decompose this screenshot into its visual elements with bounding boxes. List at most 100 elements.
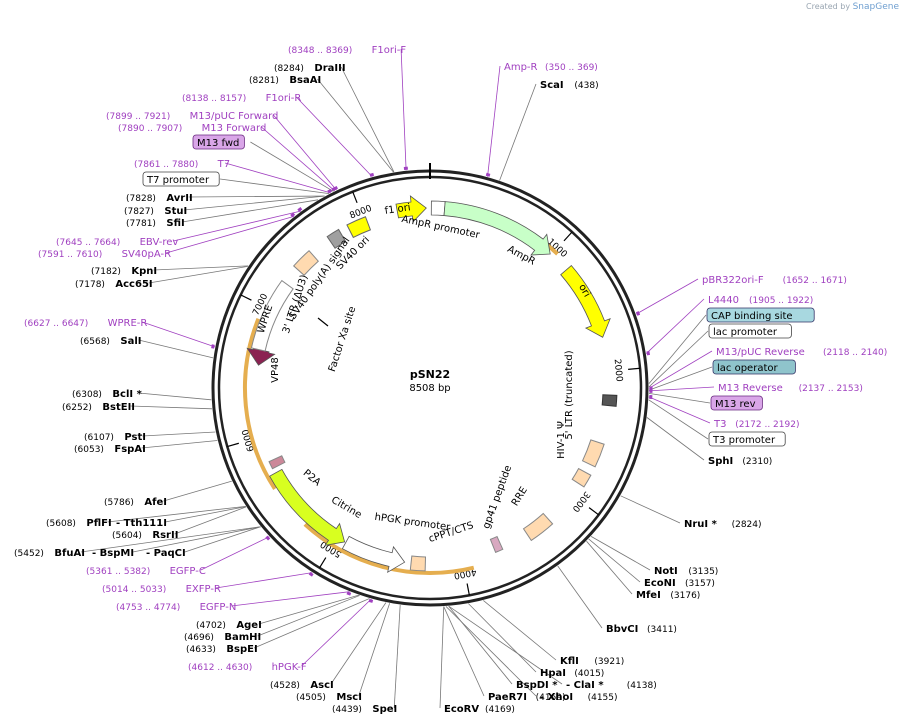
label-position: (438) — [574, 81, 598, 91]
label-position: (3135) — [688, 567, 718, 577]
label-m13fwd-box: M13 fwd — [192, 134, 334, 192]
leader-line — [220, 178, 330, 194]
label-paqci: - PaqCI — [146, 526, 261, 559]
leader-line — [487, 65, 501, 177]
label-position: (3411) — [647, 625, 677, 635]
leader-line — [483, 600, 557, 661]
leader-line — [648, 330, 709, 388]
tick-mark — [628, 367, 641, 370]
feature-label-5-ltr-truncated-: 5' LTR (truncated) — [564, 350, 575, 439]
label-position: (3921) — [594, 657, 624, 667]
label-name: BspDI * — [516, 680, 558, 691]
label-wpre-r: (6627 .. 6647)WPRE-R — [24, 318, 216, 349]
label-name: SpeI — [372, 704, 397, 715]
feature-label-hiv-1-: HIV-1 Ψ — [556, 421, 567, 459]
feature-label-rre: RRE — [510, 485, 530, 508]
label-name: F1ori-R — [266, 93, 302, 104]
leader-line — [645, 298, 705, 354]
primer-mark — [211, 344, 215, 349]
label-hpai: HpaI(4015) — [468, 603, 604, 679]
label-tth111i: - Tth111I — [116, 506, 246, 529]
label-position: (7828) — [126, 194, 156, 204]
label-psti: (6107) PstI — [84, 431, 216, 443]
label-econi: EcoNI (3157) — [588, 538, 715, 589]
label-mfei: MfeI(3176) — [586, 540, 700, 601]
label-position: (350 .. 369) — [545, 63, 598, 73]
leader-line — [181, 199, 319, 223]
label-cap-site: CAP binding site — [648, 307, 815, 384]
feature-p2a — [268, 455, 286, 470]
leader-line — [183, 195, 325, 211]
label-position: (3157) — [685, 579, 715, 589]
label-name: lac operator — [717, 363, 778, 374]
leader-line — [648, 392, 711, 404]
label-position: (5604) — [112, 531, 142, 541]
label-name: KpnI — [131, 266, 157, 277]
label-name: ScaI — [540, 80, 564, 91]
snapgene-credit: Created by SnapGene — [806, 2, 899, 12]
label-name: AgeI — [236, 620, 261, 631]
label-kpni: (7182) KpnI — [91, 265, 249, 277]
leader-line — [148, 266, 248, 284]
label-name: lac promoter — [713, 327, 778, 338]
leader-line — [648, 399, 709, 440]
label-name: EBV-rev — [140, 237, 179, 248]
label-box — [708, 431, 786, 447]
label-name: hPGK-F — [272, 662, 307, 673]
label-name: BsaAI — [289, 75, 321, 86]
feature-label-gp41-peptide: gp41 peptide — [481, 464, 514, 530]
tick-mark — [319, 557, 327, 569]
label-asci: (4528)AscI — [270, 602, 387, 691]
leader-line — [132, 526, 261, 553]
label-t3-promoter: T3 promoter — [648, 399, 786, 447]
label-l4440: L4440(1905 .. 1922) — [645, 295, 813, 356]
label-spei: (4439) SpeI — [332, 604, 401, 715]
feature-label-p2a: P2A — [301, 468, 323, 489]
primer-mark — [635, 311, 641, 316]
label-name: BbvCI — [606, 624, 638, 635]
label-position: (4439) — [332, 705, 362, 715]
label-position: (4612 .. 4630) — [188, 663, 252, 673]
label-name: CAP binding site — [711, 311, 793, 322]
label-position: (2118 .. 2140) — [823, 348, 887, 358]
label-name: EcoNI — [644, 578, 676, 589]
leader-line — [142, 321, 216, 348]
label-name: AscI — [310, 680, 333, 691]
label-position: (7645 .. 7664) — [56, 238, 120, 248]
leader-line — [317, 78, 394, 173]
label-m13rev-box: M13 rev — [648, 392, 763, 411]
label-position: (7781) — [126, 219, 156, 229]
label-position: (8284) — [274, 64, 304, 74]
label-name: - PaqCI — [146, 548, 186, 559]
label-position: (4633) — [186, 645, 216, 655]
label-name: EcoRV — [444, 704, 479, 715]
label-position: (1905 .. 1922) — [749, 296, 813, 306]
leader-line — [153, 265, 249, 271]
factor-xa-mark — [317, 317, 329, 327]
label-bamhi: (4696)BamHI — [184, 595, 360, 643]
label-position: (7861 .. 7880) — [134, 160, 198, 170]
primer-mark — [369, 172, 375, 177]
label-name: RsrII — [152, 530, 178, 541]
label-box — [192, 134, 245, 150]
label-position: (4155) — [588, 693, 618, 703]
leader-line — [165, 216, 295, 254]
tick-mark — [466, 583, 470, 596]
label-position: (3176) — [670, 591, 700, 601]
leader-line — [448, 605, 513, 685]
primer-mark — [331, 186, 337, 192]
feature-lac-cluster — [601, 394, 618, 407]
leader-line — [138, 339, 214, 359]
label-position: (7182) — [91, 267, 121, 277]
label-m13-fwd: (7890 .. 7907)M13 Forward — [118, 123, 337, 192]
label-position: (6107) — [84, 433, 114, 443]
label-name: PstI — [124, 432, 146, 443]
leader-line — [648, 386, 715, 392]
leader-line — [138, 392, 212, 401]
label-bsteii: (6252)BstEII — [62, 402, 213, 413]
leader-line — [80, 526, 261, 553]
leader-line — [224, 162, 331, 194]
feature-label-citrine: Citrine — [329, 495, 363, 521]
label-name: NruI * — [684, 519, 718, 530]
